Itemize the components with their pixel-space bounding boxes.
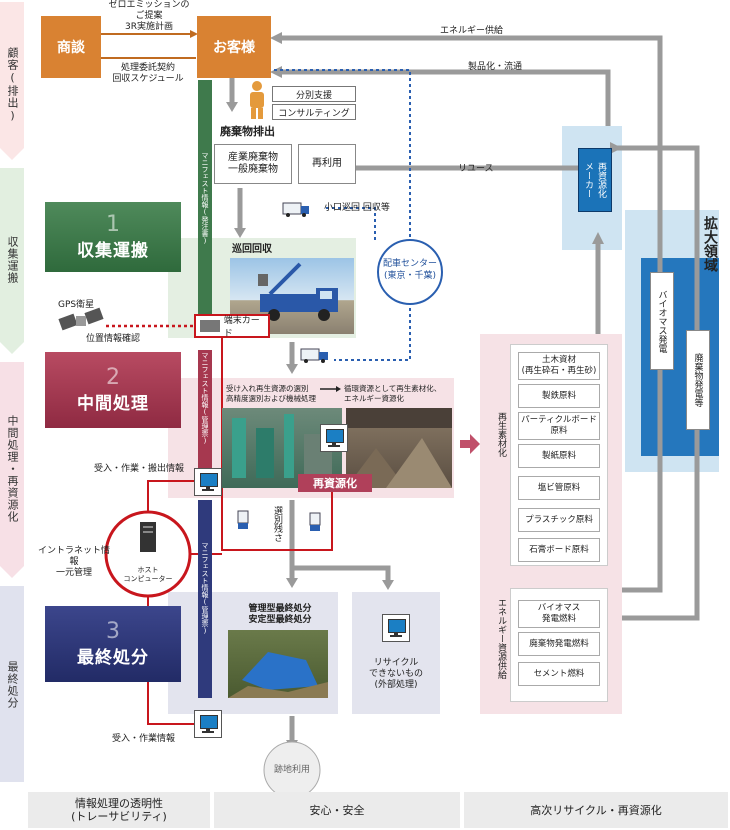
intermediate-monitor-icon: [320, 424, 348, 452]
intermediate-number: 2: [106, 364, 120, 390]
stage-final: 最終処分: [6, 661, 19, 709]
energy-item: 廃棄物発電燃料: [518, 632, 600, 656]
expansion-label: 拡大領域: [702, 216, 718, 272]
small-truck-down-icon-2: [309, 512, 321, 531]
gps-label: GPS衛星: [58, 300, 95, 310]
energy-item: セメント燃料: [518, 662, 600, 686]
intermediate-info-label: 受入・作業・搬出情報: [94, 464, 185, 474]
material-item: パーティクルボード 原料: [518, 412, 600, 440]
negotiation-box: 商談: [41, 16, 101, 78]
material-item: プラスチック原料: [518, 508, 600, 532]
energy-supply-label: エネルギー供給: [440, 26, 504, 36]
recycle-maker-box: 再資源化 メーカー: [578, 148, 612, 212]
small-collection-label: 小口巡回 回収等: [324, 203, 390, 213]
energy-item: バイオマス 発電燃料: [518, 600, 600, 628]
material-item: 製鉄原料: [518, 384, 600, 408]
person-icon: [250, 81, 264, 119]
terminal-card-box: 端末カード: [194, 314, 270, 339]
reuse-label: リユース: [458, 164, 494, 174]
stage-collection: 収集運搬: [6, 236, 19, 284]
material-item: 土木資材 (再生砕石・再生砂): [518, 352, 600, 380]
contract-label: 処理委託契約 回収スケジュール: [112, 63, 184, 84]
final-panel: 3 最終処分: [45, 606, 181, 682]
terminal-card-label: 端末カード: [223, 316, 260, 339]
discharge-title: 廃棄物排出: [220, 125, 275, 138]
proposal-label: ゼロエミッションの ご提案 3R実施計画: [108, 0, 190, 32]
product-flow-label: 製品化・流通: [468, 62, 523, 72]
intranet-label: イントラネット情報 一元管理: [37, 546, 110, 578]
stage-intermediate: 中間処理・再資源化: [6, 415, 19, 523]
recycle-tag: 再資源化: [298, 474, 372, 492]
footer-recycling: 高次リサイクル・再資源化: [464, 792, 728, 828]
customer-box: お客様: [197, 16, 271, 78]
material-item: 塩ビ管原料: [518, 476, 600, 500]
material-item: 石膏ボード原料: [518, 538, 600, 562]
intermediate-caption-2: 循環資源として再生素材化、 エネルギー資源化: [344, 384, 442, 403]
material-title: 再生素材化: [496, 412, 506, 457]
final-terminal-icon: [194, 710, 222, 738]
small-truck-down-icon-1: [237, 510, 249, 529]
small-truck-icon: [282, 202, 309, 217]
landfill-photo: [228, 630, 328, 698]
final-info-label: 受入・作業情報: [112, 734, 176, 744]
intermediate-panel: 2 中間処理: [45, 352, 181, 428]
collection-title: 収集運搬: [77, 240, 149, 261]
waste-power-box: 廃棄物発電等: [686, 330, 710, 430]
biomass-power-box: バイオマス発電: [650, 272, 674, 370]
footer-safety: 安心・安全: [214, 792, 460, 828]
final-title: 最終処分: [77, 647, 149, 668]
host-computer-label: ホスト コンピューター: [123, 566, 173, 583]
manifest-label-slip-2: マニフェスト情報(管理票): [201, 541, 209, 635]
location-label: 位置情報確認: [86, 334, 141, 344]
consulting-tag: コンサルティング: [272, 104, 356, 120]
site-use-label: 跡地利用: [273, 765, 310, 775]
intermediate-caption-1: 受け入れ再生資源の選別 高精度選別および機械処理: [226, 384, 316, 403]
energy-title: エネルギー資源供給: [496, 598, 506, 679]
material-item: 製紙原料: [518, 444, 600, 468]
card-icon: [200, 320, 220, 332]
landfill-label: 管理型最終処分 安定型最終処分: [248, 604, 312, 625]
collection-panel: 1 収集運搬: [45, 202, 181, 272]
footer-traceability: 情報処理の透明性 (トレーサビリティ): [28, 792, 210, 828]
unrecyclable-monitor-icon: [382, 614, 410, 642]
reuse-box: 再利用: [298, 144, 356, 184]
stage-customer: 顧客(排出): [6, 47, 19, 123]
residue-label: 選別残さ: [272, 506, 282, 542]
recycle-tag-label: 再資源化: [313, 477, 357, 490]
manifest-label-slip-1: マニフェスト情報(管理票): [201, 351, 209, 445]
dispatch-center-label: 配車センター (東京・千葉): [382, 259, 437, 281]
host-computer-icon: [140, 522, 156, 552]
intermediate-title: 中間処理: [77, 393, 149, 414]
intermediate-terminal-icon: [194, 468, 222, 496]
gps-satellite-icon: [58, 307, 104, 331]
industrial-waste-box: 産業廃棄物 一般廃棄物: [214, 144, 292, 184]
manifest-label-order: マニフェスト情報(発注書): [201, 151, 209, 245]
final-number: 3: [106, 618, 120, 644]
collection-number: 1: [106, 211, 120, 237]
route-collection-label: 巡回回収: [232, 244, 272, 255]
unrecyclable-label: リサイクル できないもの (外部処理): [368, 658, 423, 690]
sorting-support-tag: 分別支援: [272, 86, 356, 102]
truck-icon: [300, 348, 328, 363]
